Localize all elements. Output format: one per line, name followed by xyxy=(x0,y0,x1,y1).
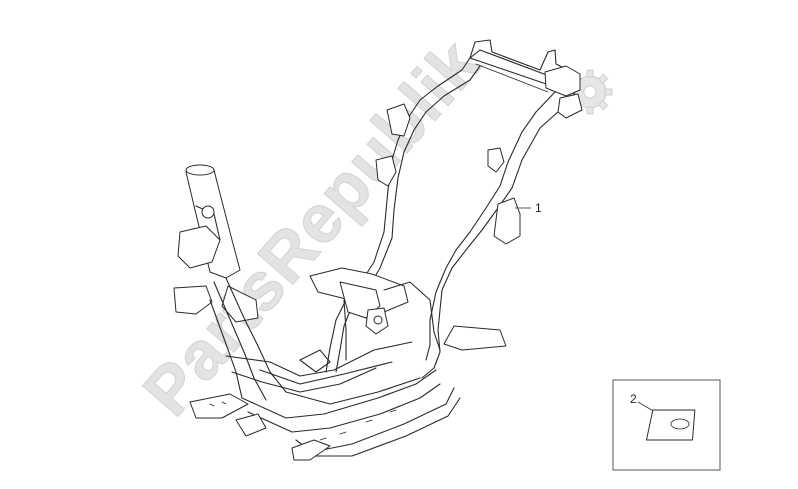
inset-box xyxy=(612,379,721,471)
callout-2-label: 2 xyxy=(630,392,637,406)
part-2-inset: 2 xyxy=(612,379,721,471)
callout-2-leader xyxy=(637,401,656,413)
plate-hole xyxy=(670,418,690,430)
callout-1: 1 xyxy=(515,201,542,215)
scooter-frame xyxy=(173,39,583,461)
plate-part xyxy=(645,409,696,441)
callout-1-label: 1 xyxy=(535,201,542,215)
